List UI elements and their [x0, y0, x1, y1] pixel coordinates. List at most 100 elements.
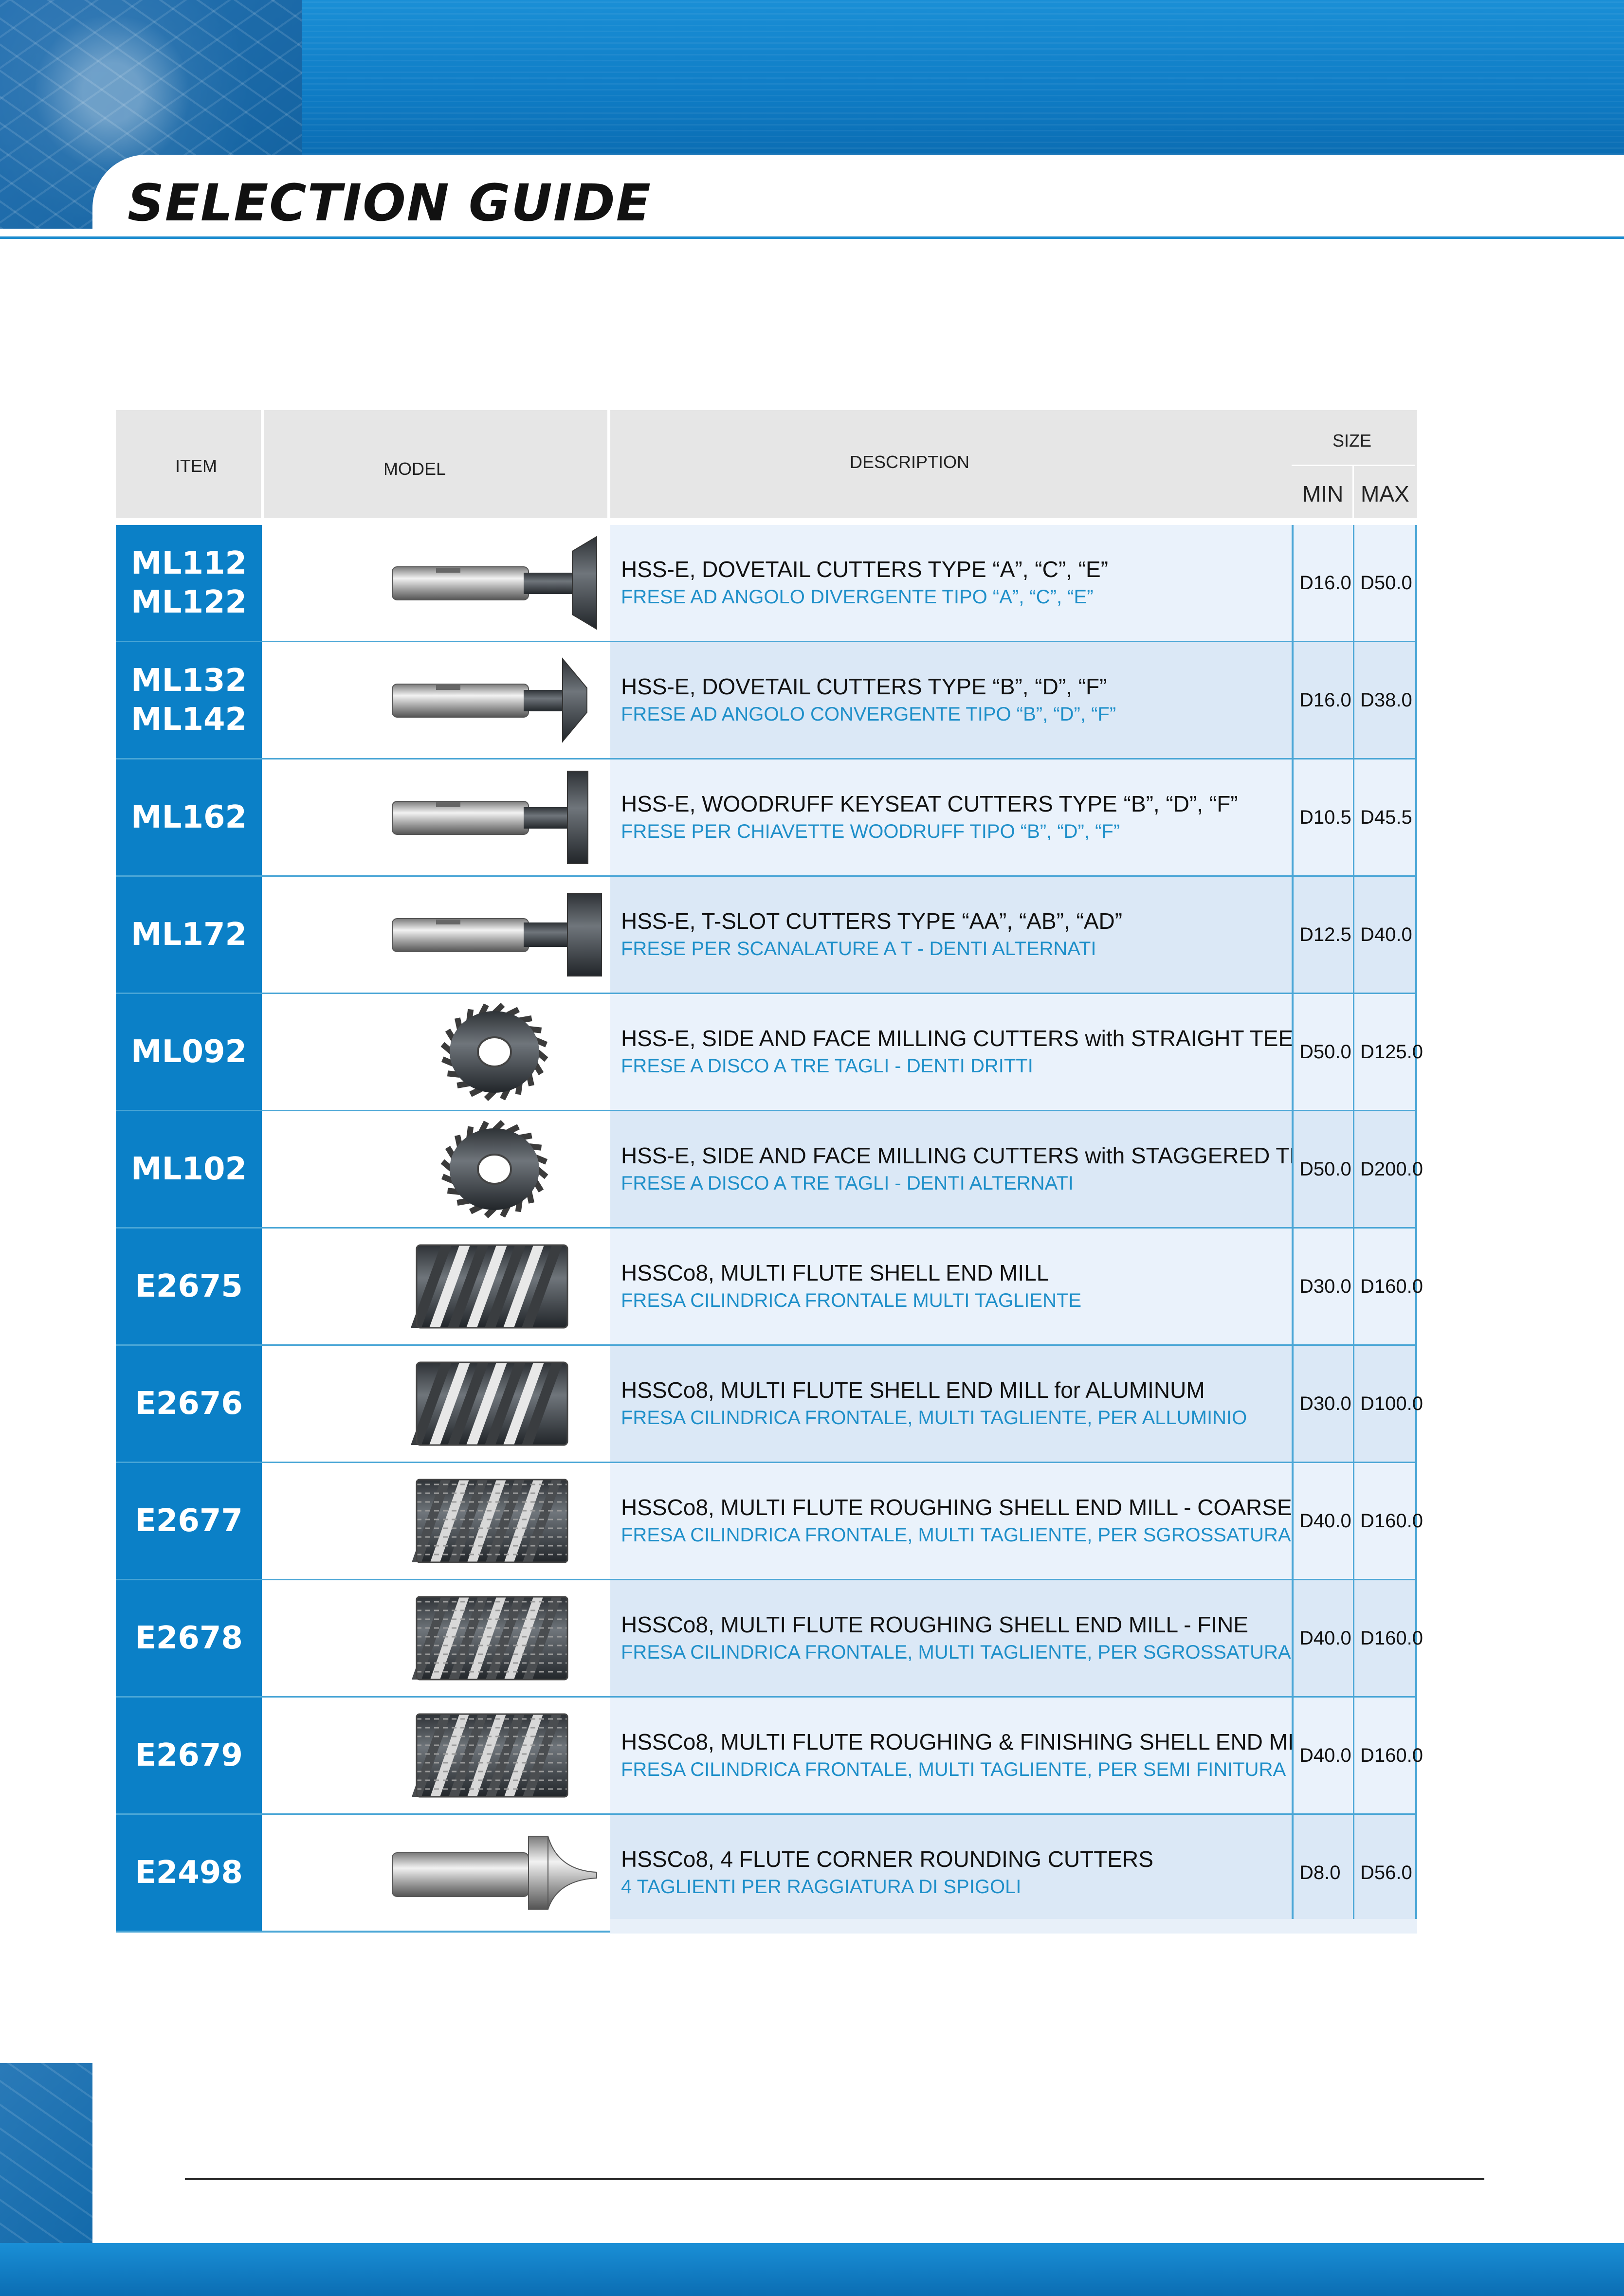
size-min: D50.0 — [1292, 994, 1353, 1110]
description-italian: FRESE AD ANGOLO DIVERGENTE TIPO “A”, “C”… — [621, 586, 1094, 608]
selection-table: ITEM MODEL DESCRIPTION SIZE MIN MAX ML11… — [116, 410, 1423, 1933]
description-italian: FRESA CILINDRICA FRONTALE MULTI TAGLIENT… — [621, 1290, 1082, 1311]
size-max: D160.0 — [1353, 1229, 1423, 1344]
size-max: D45.5 — [1353, 759, 1417, 875]
size-min: D50.0 — [1292, 1111, 1353, 1227]
item-code: E2676 — [116, 1346, 262, 1462]
size-max: D160.0 — [1353, 1580, 1423, 1696]
description-cell: HSS-E, DOVETAIL CUTTERS TYPE “B”, “D”, “… — [610, 642, 1406, 758]
size-min: D40.0 — [1292, 1698, 1353, 1813]
table-row: E2676 HSSCo8, MULTI FLUTE SHELL END MILL … — [116, 1344, 1423, 1462]
description-italian: FRESA CILINDRICA FRONTALE, MULTI TAGLIEN… — [621, 1524, 1291, 1546]
description-english: HSSCo8, MULTI FLUTE ROUGHING SHELL END M… — [621, 1612, 1249, 1637]
description-cell: HSSCo8, MULTI FLUTE SHELL END MILL for A… — [610, 1346, 1406, 1462]
shell-end-mill-aluminum-icon — [262, 1346, 727, 1462]
description-italian: FRESE A DISCO A TRE TAGLI - DENTI DRITTI — [621, 1055, 1033, 1077]
size-max: D100.0 — [1353, 1346, 1423, 1462]
size-max: D200.0 — [1353, 1111, 1423, 1227]
description-cell: HSSCo8, MULTI FLUTE ROUGHING & FINISHING… — [610, 1698, 1406, 1813]
description-english: HSS-E, DOVETAIL CUTTERS TYPE “B”, “D”, “… — [621, 674, 1107, 699]
description-english: HSSCo8, MULTI FLUTE ROUGHING & FINISHING… — [621, 1729, 1319, 1754]
description-english: HSS-E, WOODRUFF KEYSEAT CUTTERS TYPE “B”… — [621, 791, 1238, 816]
table-row: E2678 HSSCo8, MULTI FLUTE ROUGHING SHELL … — [116, 1579, 1423, 1696]
description-english: HSSCo8, MULTI FLUTE SHELL END MILL — [621, 1260, 1049, 1285]
item-code: ML162 — [116, 759, 262, 875]
size-min: D16.0 — [1292, 525, 1353, 641]
header-stripes — [302, 0, 1624, 155]
table-row: ML102 HSS-E, SIDE AND FACE MILLING CUTTER… — [116, 1110, 1423, 1227]
header-description: DESCRIPTION — [610, 410, 1408, 518]
description-italian: 4 TAGLIENTI PER RAGGIATURA DI SPIGOLI — [621, 1876, 1022, 1898]
description-cell: HSSCo8, 4 FLUTE CORNER ROUNDING CUTTERS 4… — [610, 1815, 1406, 1931]
description-english: HSS-E, SIDE AND FACE MILLING CUTTERS wit… — [621, 1143, 1350, 1168]
description-italian: FRESE AD ANGOLO CONVERGENTE TIPO “B”, “D… — [621, 704, 1116, 725]
page-title: SELECTION GUIDE — [128, 173, 652, 233]
size-min: D40.0 — [1292, 1580, 1353, 1696]
description-english: HSS-E, DOVETAIL CUTTERS TYPE “A”, “C”, “… — [621, 557, 1109, 582]
description-cell: HSS-E, SIDE AND FACE MILLING CUTTERS wit… — [610, 994, 1406, 1110]
description-italian: FRESA CILINDRICA FRONTALE, MULTI TAGLIEN… — [621, 1759, 1286, 1780]
item-code: E2678 — [116, 1580, 262, 1696]
footer-panel — [92, 2063, 1624, 2243]
item-code: ML102 — [116, 1111, 262, 1227]
description-italian: FRESA CILINDRICA FRONTALE, MULTI TAGLIEN… — [621, 1642, 1291, 1663]
size-max: D38.0 — [1353, 642, 1417, 758]
table-header: ITEM MODEL DESCRIPTION SIZE MIN MAX — [116, 410, 1417, 520]
table-row: ML092 HSS-E, SIDE AND FACE MILLING CUTTER… — [116, 993, 1423, 1110]
size-max: D160.0 — [1353, 1463, 1423, 1579]
description-english: HSS-E, SIDE AND FACE MILLING CUTTERS wit… — [621, 1026, 1323, 1051]
description-cell: HSS-E, SIDE AND FACE MILLING CUTTERS wit… — [610, 1111, 1406, 1227]
item-code: E2498 — [116, 1815, 262, 1931]
description-italian: FRESE PER CHIAVETTE WOODRUFF TIPO “B”, “… — [621, 821, 1120, 842]
description-english: HSSCo8, 4 FLUTE CORNER ROUNDING CUTTERS — [621, 1846, 1153, 1872]
title-underline — [0, 236, 1624, 239]
size-min: D8.0 — [1292, 1815, 1353, 1931]
size-max: D50.0 — [1353, 525, 1417, 641]
item-code: E2679 — [116, 1698, 262, 1813]
description-english: HSSCo8, MULTI FLUTE ROUGHING SHELL END M… — [621, 1495, 1292, 1520]
item-code: ML092 — [116, 994, 262, 1110]
description-cell: HSS-E, DOVETAIL CUTTERS TYPE “A”, “C”, “… — [610, 525, 1406, 641]
size-min: D30.0 — [1292, 1346, 1353, 1462]
size-min: D16.0 — [1292, 642, 1353, 758]
header-model: MODEL — [264, 410, 607, 518]
description-italian: FRESA CILINDRICA FRONTALE, MULTI TAGLIEN… — [621, 1407, 1247, 1428]
table-tail — [610, 1919, 1417, 1934]
table-row: E2675 HSSCo8, MULTI FLUTE SHELL END MILL F… — [116, 1227, 1423, 1344]
header-size: SIZE MIN MAX — [1292, 410, 1417, 520]
table-row: E2679 HSSCo8, MULTI FLUTE ROUGHING & FINI… — [116, 1696, 1423, 1813]
footer-rule — [185, 2178, 1484, 2180]
description-italian: FRESE PER SCANALATURE A T - DENTI ALTERN… — [621, 938, 1096, 959]
description-english: HSSCo8, MULTI FLUTE SHELL END MILL for A… — [621, 1377, 1205, 1403]
size-max: D125.0 — [1353, 994, 1423, 1110]
footer-band — [0, 2243, 1624, 2296]
item-code: E2675 — [116, 1229, 262, 1344]
header-min: MIN — [1292, 465, 1354, 520]
table-row: ML162 HSS-E, WOODRUFF KEYSEAT CUTTERS TYP… — [116, 758, 1417, 875]
header-max: MAX — [1354, 465, 1415, 520]
description-cell: HSS-E, T-SLOT CUTTERS TYPE “AA”, “AB”, “… — [610, 877, 1406, 993]
size-max: D160.0 — [1353, 1698, 1423, 1813]
description-cell: HSS-E, WOODRUFF KEYSEAT CUTTERS TYPE “B”… — [610, 759, 1406, 875]
header-size-label: SIZE — [1332, 431, 1372, 451]
size-min: D40.0 — [1292, 1463, 1353, 1579]
description-cell: HSSCo8, MULTI FLUTE SHELL END MILL FRESA … — [610, 1229, 1406, 1344]
description-english: HSS-E, T-SLOT CUTTERS TYPE “AA”, “AB”, “… — [621, 908, 1123, 934]
table-row: E2498 HSSCo8, 4 FLUTE CORNER ROUNDING CUT… — [116, 1813, 1417, 1931]
item-code: ML172 — [116, 877, 262, 993]
size-max: D40.0 — [1353, 877, 1417, 993]
size-min: D10.5 — [1292, 759, 1353, 875]
table-row: ML172 HSS-E, T-SLOT CUTTERS TYPE “AA”, “A… — [116, 875, 1417, 993]
header-item: ITEM — [116, 410, 261, 518]
title-panel — [92, 155, 1624, 237]
description-cell: HSSCo8, MULTI FLUTE ROUGHING SHELL END M… — [610, 1580, 1406, 1696]
size-min: D12.5 — [1292, 877, 1353, 993]
description-cell: HSSCo8, MULTI FLUTE ROUGHING SHELL END M… — [610, 1463, 1406, 1579]
size-min: D30.0 — [1292, 1229, 1353, 1344]
size-max: D56.0 — [1353, 1815, 1417, 1931]
